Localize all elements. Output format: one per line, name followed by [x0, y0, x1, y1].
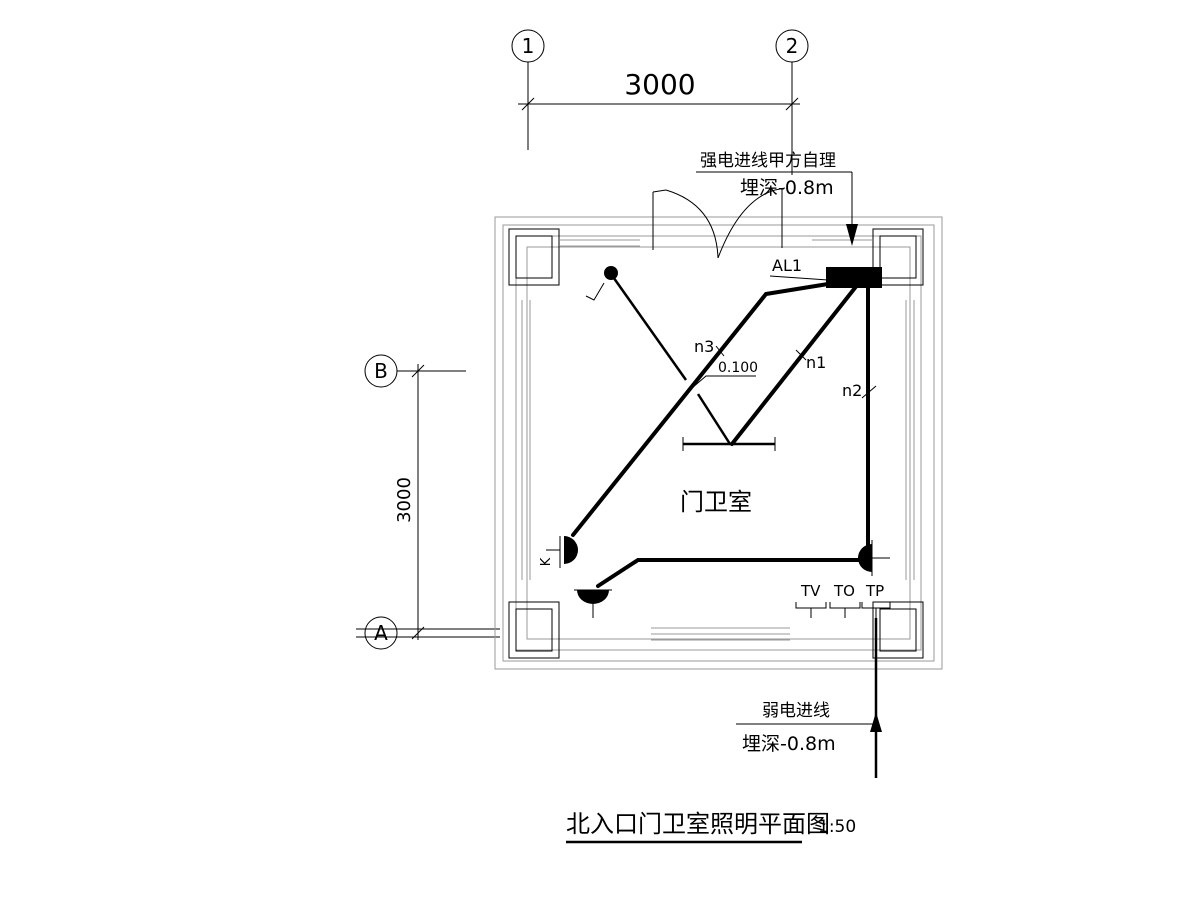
- column-top-left: [515, 235, 553, 279]
- circuit-n1-wire: [730, 282, 860, 446]
- elevation-mark: [691, 375, 756, 389]
- weak-feed-label: 弱电进线: [762, 701, 830, 721]
- weak-current-outlets: TV TO TP: [795, 582, 891, 618]
- axis-label-b: B: [374, 359, 388, 383]
- distribution-panel-al1: AL1: [769, 256, 882, 288]
- power-feed-arrow: [846, 224, 858, 246]
- weak-feed-arrow: [870, 712, 882, 732]
- dimension-horizontal-text: 3000: [624, 68, 695, 101]
- power-feed-label: 强电进线甲方自理: [700, 151, 836, 171]
- dimension-vertical-text: 3000: [394, 477, 415, 523]
- power-feed: 强电进线甲方自理 埋深-0.8m: [696, 151, 858, 246]
- fixtures: 0.100 门卫室 K: [539, 266, 890, 618]
- column-bottom-right: [879, 608, 917, 652]
- weak-feed-depth: 埋深-0.8m: [742, 733, 836, 755]
- building-walls: [494, 216, 943, 670]
- axis-label-1: 1: [522, 34, 535, 58]
- room-name: 门卫室: [680, 488, 752, 516]
- title-scale: 1:50: [818, 817, 856, 837]
- circuit-n2-label: n2: [842, 381, 862, 400]
- weak-current-feed: 弱电进线 埋深-0.8m: [736, 618, 882, 778]
- panel-label: AL1: [772, 256, 802, 275]
- ceiling-lamp-icon: [604, 266, 618, 280]
- title-text: 北入口门卫室照明平面图: [566, 810, 830, 838]
- circuit-n3-wire: [571, 282, 830, 537]
- outlet-tp-label: TP: [865, 582, 884, 600]
- drawing-title: 北入口门卫室照明平面图 1:50: [566, 810, 856, 844]
- outlet-tv-label: TV: [800, 582, 821, 600]
- wiring-circuits: n3 n1 n2: [571, 273, 877, 588]
- axis-bubble-a: [364, 616, 398, 650]
- outlet-to-label: TO: [833, 582, 855, 600]
- switch-icon: [564, 536, 578, 564]
- column-bottom-left: [515, 608, 553, 652]
- circuit-n1-label: n1: [806, 353, 826, 372]
- door: [652, 187, 786, 259]
- power-feed-depth: 埋深-0.8m: [740, 177, 834, 199]
- right-socket-icon: [858, 544, 872, 572]
- elevation-text: 0.100: [718, 360, 758, 376]
- socket-icon: [577, 590, 609, 604]
- column-top-right: [879, 235, 917, 279]
- lamp-drop-line: [609, 273, 688, 381]
- axis-label-2: 2: [786, 34, 799, 58]
- switch-k-label: K: [539, 557, 554, 566]
- axis-label-a: A: [374, 621, 388, 645]
- circuit-bottom-wire: [596, 558, 868, 588]
- axis-grid: 1 2 3000 B A 3000: [356, 29, 809, 650]
- circuit-n3-label: n3: [694, 337, 714, 356]
